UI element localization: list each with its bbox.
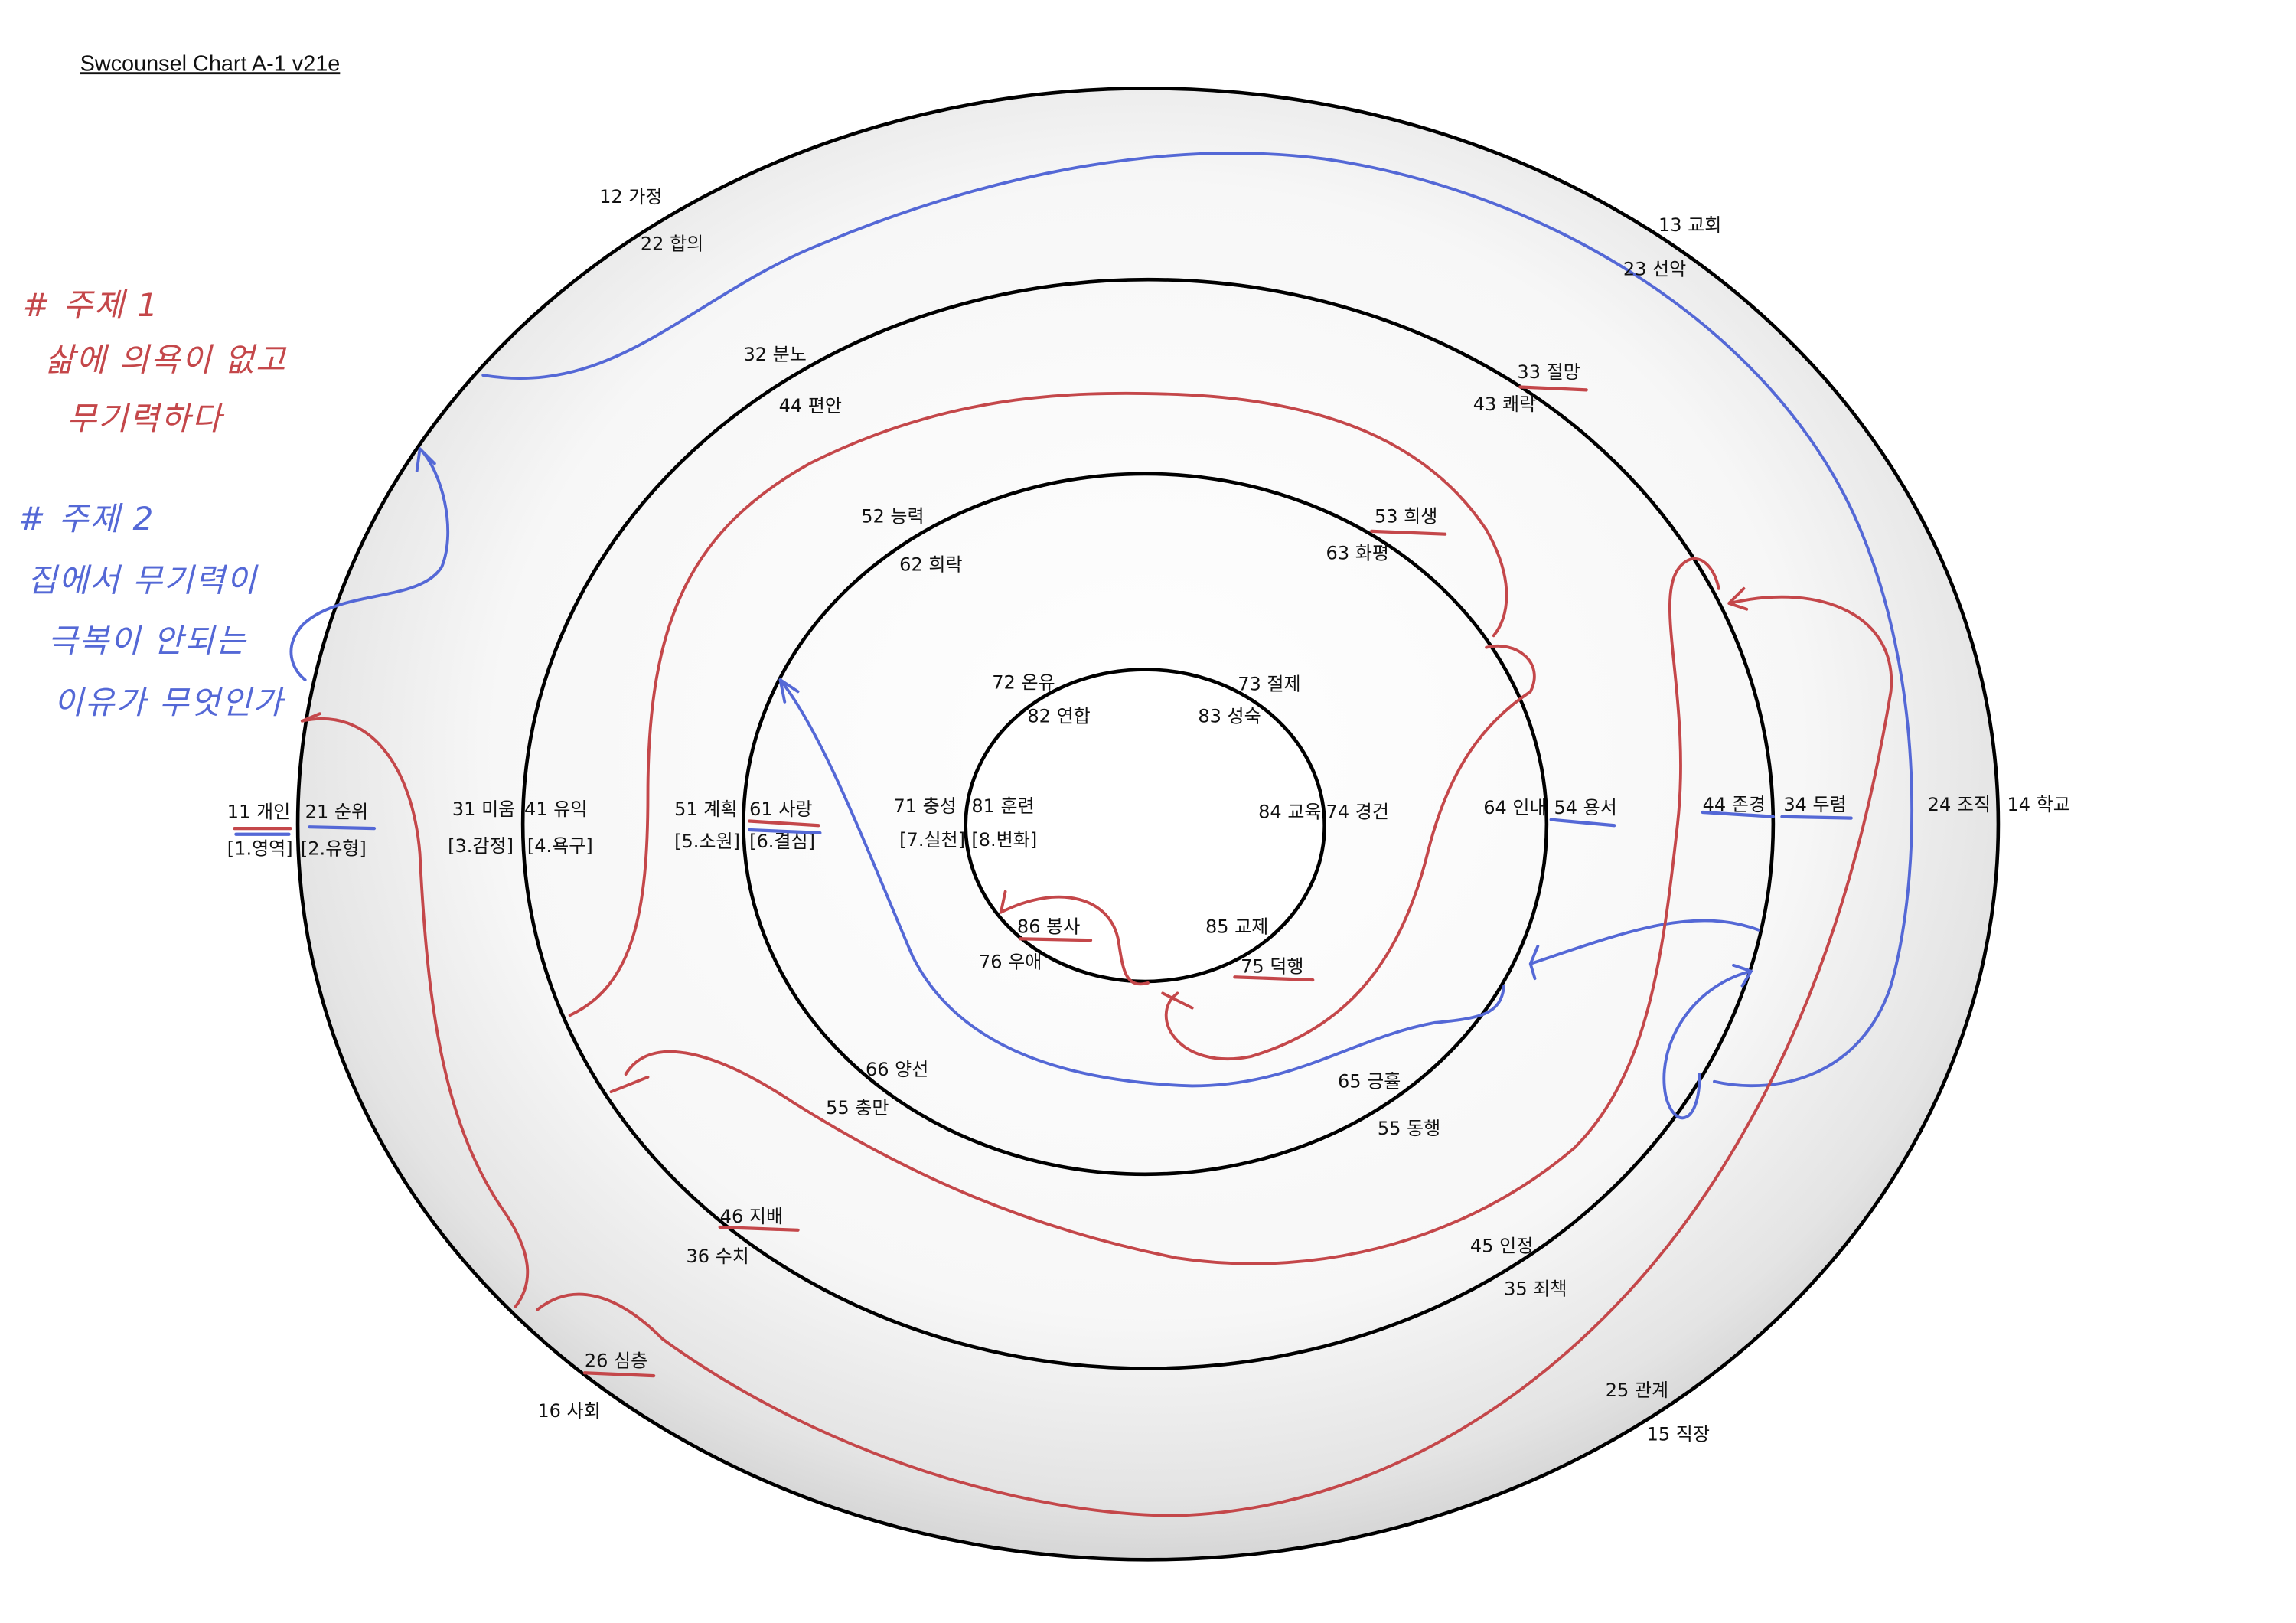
ring-label: 15 직장 xyxy=(1647,1424,1710,1445)
topic2-line: 집에서 무기력이 xyxy=(27,562,259,599)
ring-labels: 12 가정 22 합의 13 교회 23 선악 32 분노 44 편안 33 절망 43 쾌락… xyxy=(227,186,2070,1445)
ring-label: 12 가정 xyxy=(599,186,662,207)
ring-label: 76 우애 xyxy=(979,952,1042,973)
ring-label: 81 훈련 xyxy=(971,795,1034,817)
topic2-line: 극복이 안되는 xyxy=(47,622,246,659)
ring-label: 45 인정 xyxy=(1470,1236,1533,1257)
blue-underline xyxy=(308,825,377,831)
ring-label: 84 교육 xyxy=(1258,802,1321,823)
red-underline xyxy=(1233,975,1315,982)
blue-left-hook xyxy=(289,447,450,681)
ring-label: 25 관계 xyxy=(1606,1380,1668,1401)
ring-label: 65 긍휼 xyxy=(1338,1070,1401,1092)
blue-annotation-strokes xyxy=(289,152,1914,1120)
chart-title: Swcounsel Chart A-1 v21e xyxy=(80,51,341,76)
blue-underline xyxy=(1701,810,1775,818)
ring-label: 14 학교 xyxy=(2007,794,2069,815)
ring-label: 43 쾌락 xyxy=(1473,394,1536,415)
blue-underline xyxy=(748,828,822,834)
ring-label: 64 인내 xyxy=(1483,797,1546,818)
ring-label: 63 화평 xyxy=(1326,542,1389,563)
ring-label: 36 수치 xyxy=(686,1246,748,1267)
ring-label: [5.소원] xyxy=(674,831,740,852)
ring-inner xyxy=(964,668,1326,984)
ring-label: [1.영역] xyxy=(227,838,293,860)
ring-label: 66 양선 xyxy=(866,1059,928,1080)
topic2-heading: # 주제 2 xyxy=(18,500,155,537)
ring-label: 75 덕행 xyxy=(1241,955,1303,977)
red-underline xyxy=(1518,385,1588,392)
blue-inner-curve xyxy=(778,678,1506,1088)
red-ring2-curve xyxy=(568,391,1508,1017)
red-small-hook xyxy=(999,890,1150,986)
notes-topic2: # 주제 2 집에서 무기력이 극복이 안되는 이유가 무엇인가 xyxy=(18,500,285,721)
ring-3 xyxy=(742,472,1549,1177)
ring-label: 24 조직 xyxy=(1928,794,1991,815)
blue-underline xyxy=(1549,818,1616,828)
ring-label: [3.감정] xyxy=(448,835,514,857)
ring-label: 53 희생 xyxy=(1375,505,1437,527)
ring-label: 83 성숙 xyxy=(1198,706,1261,727)
ring-label: 23 선악 xyxy=(1623,258,1686,279)
blue-underline xyxy=(1780,815,1853,820)
red-underline xyxy=(1018,937,1093,942)
ring-label: 82 연합 xyxy=(1027,706,1090,727)
ring-label: [2.유형] xyxy=(301,838,367,860)
ring-label: 41 유익 xyxy=(524,798,587,820)
red-underline xyxy=(1370,529,1447,536)
ring-label: 55 동행 xyxy=(1378,1118,1440,1139)
ring-label: 62 희락 xyxy=(899,554,962,576)
blue-loop xyxy=(1662,963,1753,1120)
ring-label: [8.변화] xyxy=(971,829,1037,851)
topic1-line: 삶에 의욕이 없고 xyxy=(44,341,287,378)
ring-label: 35 죄책 xyxy=(1504,1278,1567,1299)
label-underlines xyxy=(233,385,1853,1378)
red-underline xyxy=(748,819,820,828)
ring-label: 86 봉사 xyxy=(1017,916,1080,938)
notes-topic1: # 주제 1 삶에 의욕이 없고 무기력하다 xyxy=(23,286,287,437)
topic2-line: 이유가 무엇인가 xyxy=(54,684,285,721)
topic1-line: 무기력하다 xyxy=(67,400,224,437)
red-underline xyxy=(582,1371,656,1378)
ring-2 xyxy=(520,277,1776,1370)
ring-label: 13 교회 xyxy=(1658,214,1721,236)
red-outer-curve xyxy=(536,586,1893,1517)
ring-label: 46 지배 xyxy=(720,1206,783,1227)
ring-label: 22 합의 xyxy=(641,233,703,255)
ring-label: 51 계획 xyxy=(674,798,737,820)
topic1-heading: # 주제 1 xyxy=(23,286,159,324)
blue-outer-curve xyxy=(481,152,1914,1088)
blue-arrow-right xyxy=(1528,919,1760,981)
ring-label: 16 사회 xyxy=(537,1400,600,1422)
ring-label: 72 온유 xyxy=(992,672,1055,694)
ring-label: 52 능력 xyxy=(861,505,924,527)
ring-label: 26 심층 xyxy=(585,1350,647,1372)
ring-label: 85 교제 xyxy=(1205,916,1268,938)
ring-label: 71 충성 xyxy=(893,795,956,817)
ring-label: 55 충만 xyxy=(826,1097,889,1118)
ring-label: 21 순위 xyxy=(305,802,368,823)
ring-label: 54 용서 xyxy=(1554,797,1616,818)
ring-label: [4.욕구] xyxy=(527,835,593,857)
ring-label: 33 절망 xyxy=(1517,361,1580,383)
ring-label: [6.결심] xyxy=(749,831,815,852)
red-left-curve xyxy=(300,712,530,1308)
ring-label: 74 경건 xyxy=(1326,802,1389,823)
ring-label: 44 편안 xyxy=(779,395,842,416)
red-annotation-strokes xyxy=(300,391,1893,1517)
ring-label: 61 사랑 xyxy=(749,798,812,820)
ring-label: 32 분노 xyxy=(743,344,806,365)
ring-label: 73 절제 xyxy=(1238,673,1300,694)
ring-label: 31 미움 xyxy=(452,798,515,820)
ring-label: [7.실천] xyxy=(899,829,965,851)
red-underline xyxy=(718,1225,800,1232)
ring-label: 34 두렴 xyxy=(1783,794,1846,815)
ring-label: 11 개인 xyxy=(227,802,290,823)
red-middle-curve xyxy=(609,557,1720,1265)
red-ring3-curve xyxy=(1161,645,1536,1061)
